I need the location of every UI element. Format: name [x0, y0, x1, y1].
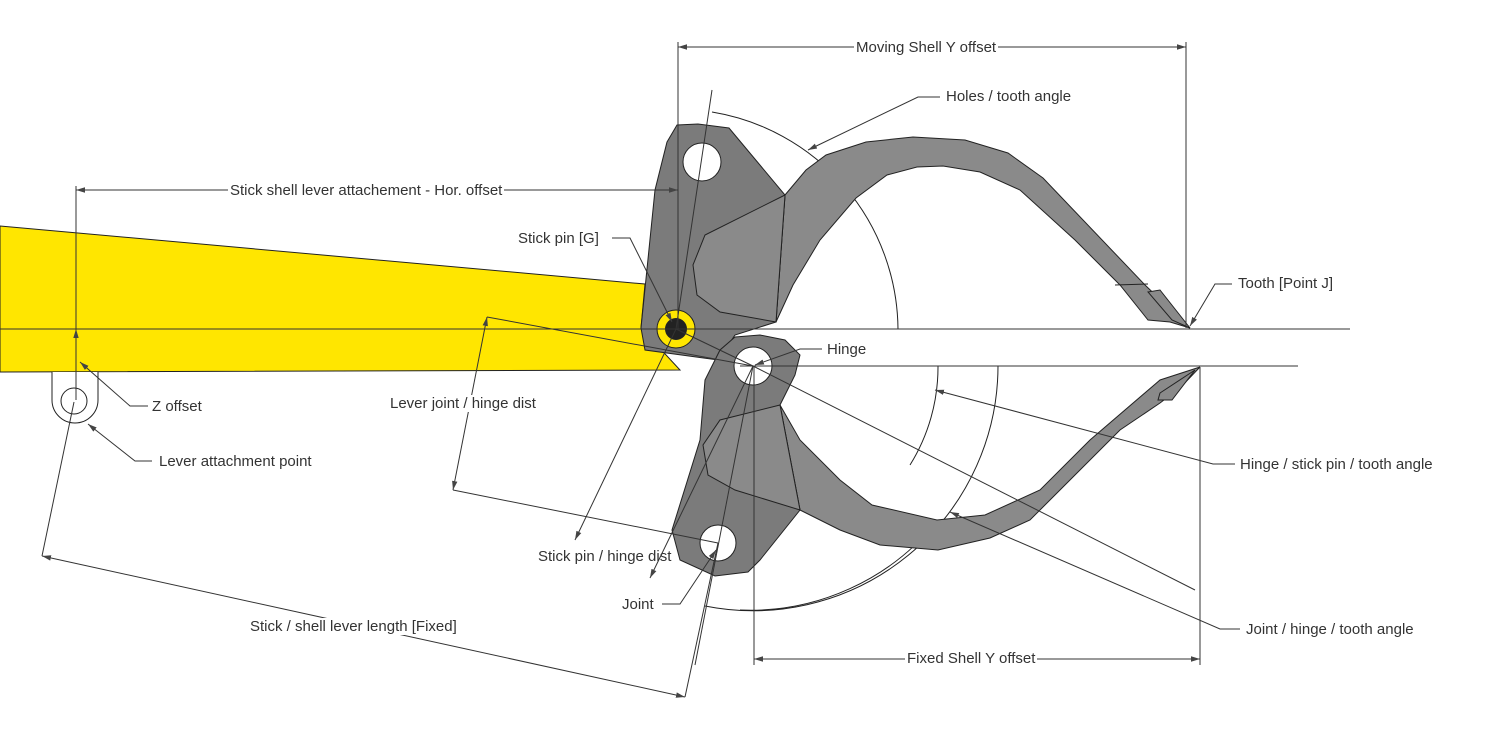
lower-shell-web [702, 404, 801, 511]
moving-shell-y-offset-label: Moving Shell Y offset [854, 39, 999, 56]
holes-tooth-angle-label: Holes / tooth angle [944, 88, 1074, 105]
upper-shell-claw [775, 136, 1191, 329]
upper-shell-web [692, 194, 786, 323]
upper-hole [682, 142, 722, 182]
z-offset-label: Z offset [152, 398, 202, 415]
stick-pin-label: Stick pin [G] [518, 230, 599, 247]
lower-shell-tooth [1157, 369, 1196, 401]
upper-shell-tooth [1147, 289, 1191, 329]
tooth-label: Tooth [Point J] [1238, 275, 1334, 292]
lever-attachment-hole [60, 387, 88, 415]
hor-offset-label: Stick shell lever attachement - Hor. off… [228, 182, 505, 199]
hinge-label: Hinge [825, 341, 869, 358]
stick-arm [0, 225, 682, 373]
lower-shell-claw [779, 366, 1201, 551]
joint-hinge-tooth-angle-label: Joint / hinge / tooth angle [1246, 621, 1414, 638]
lever-length-label: Stick / shell lever length [Fixed] [248, 618, 459, 635]
hinge-stick-pin-tooth-angle-label: Hinge / stick pin / tooth angle [1240, 456, 1433, 473]
lever-joint-hinge-dist-label: Lever joint / hinge dist [388, 395, 538, 412]
joint-label: Joint [622, 596, 654, 613]
lever-attachment-point-label: Lever attachment point [159, 453, 312, 470]
fixed-shell-y-offset-label: Fixed Shell Y offset [905, 650, 1038, 667]
stick-pin-hinge-dist-label: Stick pin / hinge dist [538, 548, 672, 565]
